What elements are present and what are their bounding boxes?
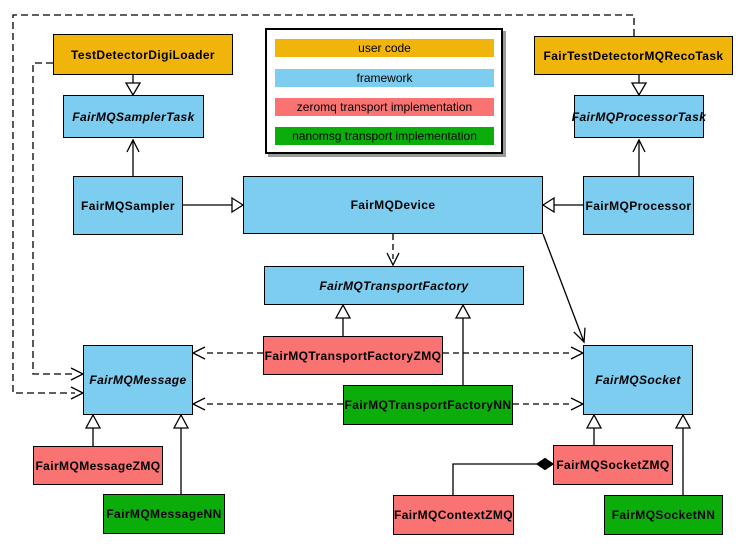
edge-tfnn-transportfactory-inheritance <box>454 303 472 385</box>
node-fairtestdetectormqrecotask: FairTestDetectorMQRecoTask <box>534 36 733 75</box>
node-fairmqtransportfactorynn: FairMQTransportFactoryNN <box>343 385 513 425</box>
legend-item-framework: framework <box>275 69 494 87</box>
node-fairmqmessagezmq: FairMQMessageZMQ <box>33 446 163 485</box>
edge-socketnn-socket-inheritance <box>674 413 692 495</box>
node-fairmqsocket: FairMQSocket <box>583 345 693 415</box>
node-fairmqsamplertask: FairMQSamplerTask <box>63 95 204 138</box>
node-fairmqcontextzmq: FairMQContextZMQ <box>393 495 514 535</box>
node-fairmqtransportfactory: FairMQTransportFactory <box>264 266 524 305</box>
node-fairmqdevice: FairMQDevice <box>243 176 543 234</box>
edge-device-socket-association <box>542 233 586 344</box>
node-fairmqsocketzmq: FairMQSocketZMQ <box>553 445 673 485</box>
node-fairmqprocessor: FairMQProcessor <box>583 176 694 235</box>
edge-digiloader-samplertask-inheritance <box>124 75 142 97</box>
edge-sampler-samplertask-association <box>126 138 140 176</box>
edge-tfzmq-message-dependency <box>191 346 263 360</box>
legend-item-nanomsg: nanomsg transport implementation <box>275 127 494 145</box>
node-testdetectordigiloader: TestDetectorDigiLoader <box>53 34 233 75</box>
node-fairmqmessagenn: FairMQMessageNN <box>103 494 225 534</box>
edge-tfnn-message-dependency <box>191 397 343 411</box>
edge-tfzmq-socket-dependency <box>443 346 585 360</box>
edge-tfzmq-transportfactory-inheritance <box>334 303 352 336</box>
edge-sampler-device-inheritance <box>183 196 245 214</box>
legend: user code framework zeromq transport imp… <box>265 28 503 154</box>
edge-device-transportfactory-dependency <box>386 234 400 267</box>
edge-messagezmq-message-inheritance <box>84 413 102 446</box>
edge-tfnn-socket-dependency <box>513 397 585 411</box>
edge-socketzmq-socket-inheritance <box>585 413 603 445</box>
edge-messagenn-message-inheritance <box>172 413 190 494</box>
legend-item-zeromq: zeromq transport implementation <box>275 98 494 116</box>
node-fairmqmessage: FairMQMessage <box>83 345 193 415</box>
node-fairmqsocketnn: FairMQSocketNN <box>604 495 723 535</box>
legend-item-user-code: user code <box>275 39 494 57</box>
node-fairmqtransportfactoryzmq: FairMQTransportFactoryZMQ <box>263 336 443 375</box>
edge-processor-processortask-association <box>632 138 646 176</box>
edge-recotask-processortask-inheritance <box>630 75 648 97</box>
node-fairmqprocessortask: FairMQProcessorTask <box>572 95 706 138</box>
edge-processor-device-inheritance <box>541 196 583 214</box>
edge-contextzmq-socketzmq-composition <box>452 457 555 495</box>
node-fairmqsampler: FairMQSampler <box>73 176 183 235</box>
